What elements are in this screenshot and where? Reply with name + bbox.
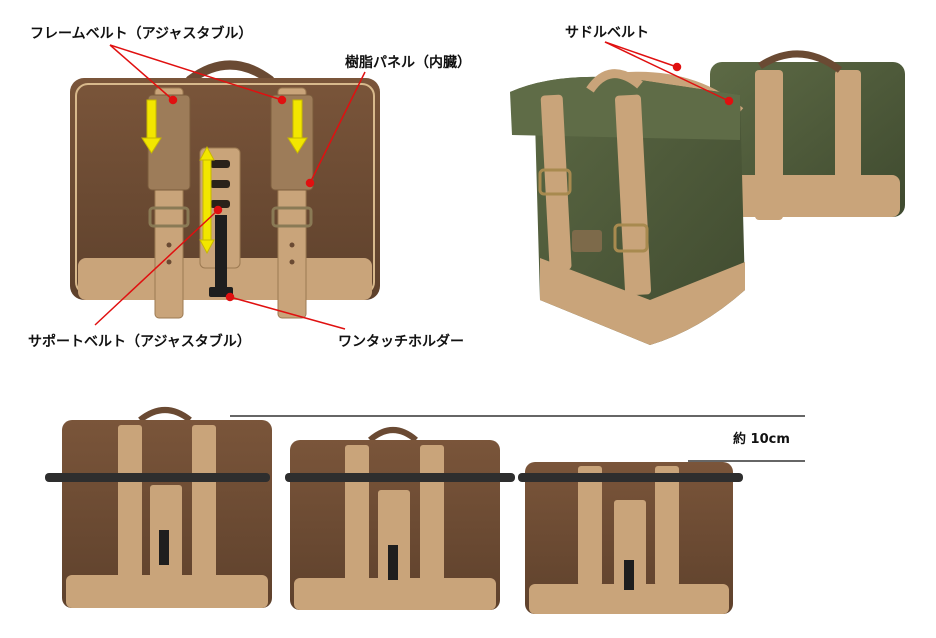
- callout-lines: [94, 41, 734, 330]
- bag-large: [62, 407, 272, 608]
- label-one-touch-holder: ワンタッチホルダー: [338, 334, 464, 350]
- label-size-diff: 約 10cm: [733, 432, 790, 447]
- label-frame-belt: フレームベルト（アジャスタブル）: [30, 26, 253, 42]
- label-saddle-belt: サドルベルト: [565, 25, 649, 41]
- main-bag-front: [70, 60, 380, 319]
- bag-medium: [290, 427, 500, 610]
- frame-bar: [45, 473, 743, 482]
- olive-bags-pair: [510, 50, 905, 345]
- bag-small: [525, 462, 733, 614]
- label-resin-panel: 樹脂パネル（内臓）: [345, 55, 471, 71]
- label-support-belt: サポートベルト（アジャスタブル）: [28, 334, 251, 350]
